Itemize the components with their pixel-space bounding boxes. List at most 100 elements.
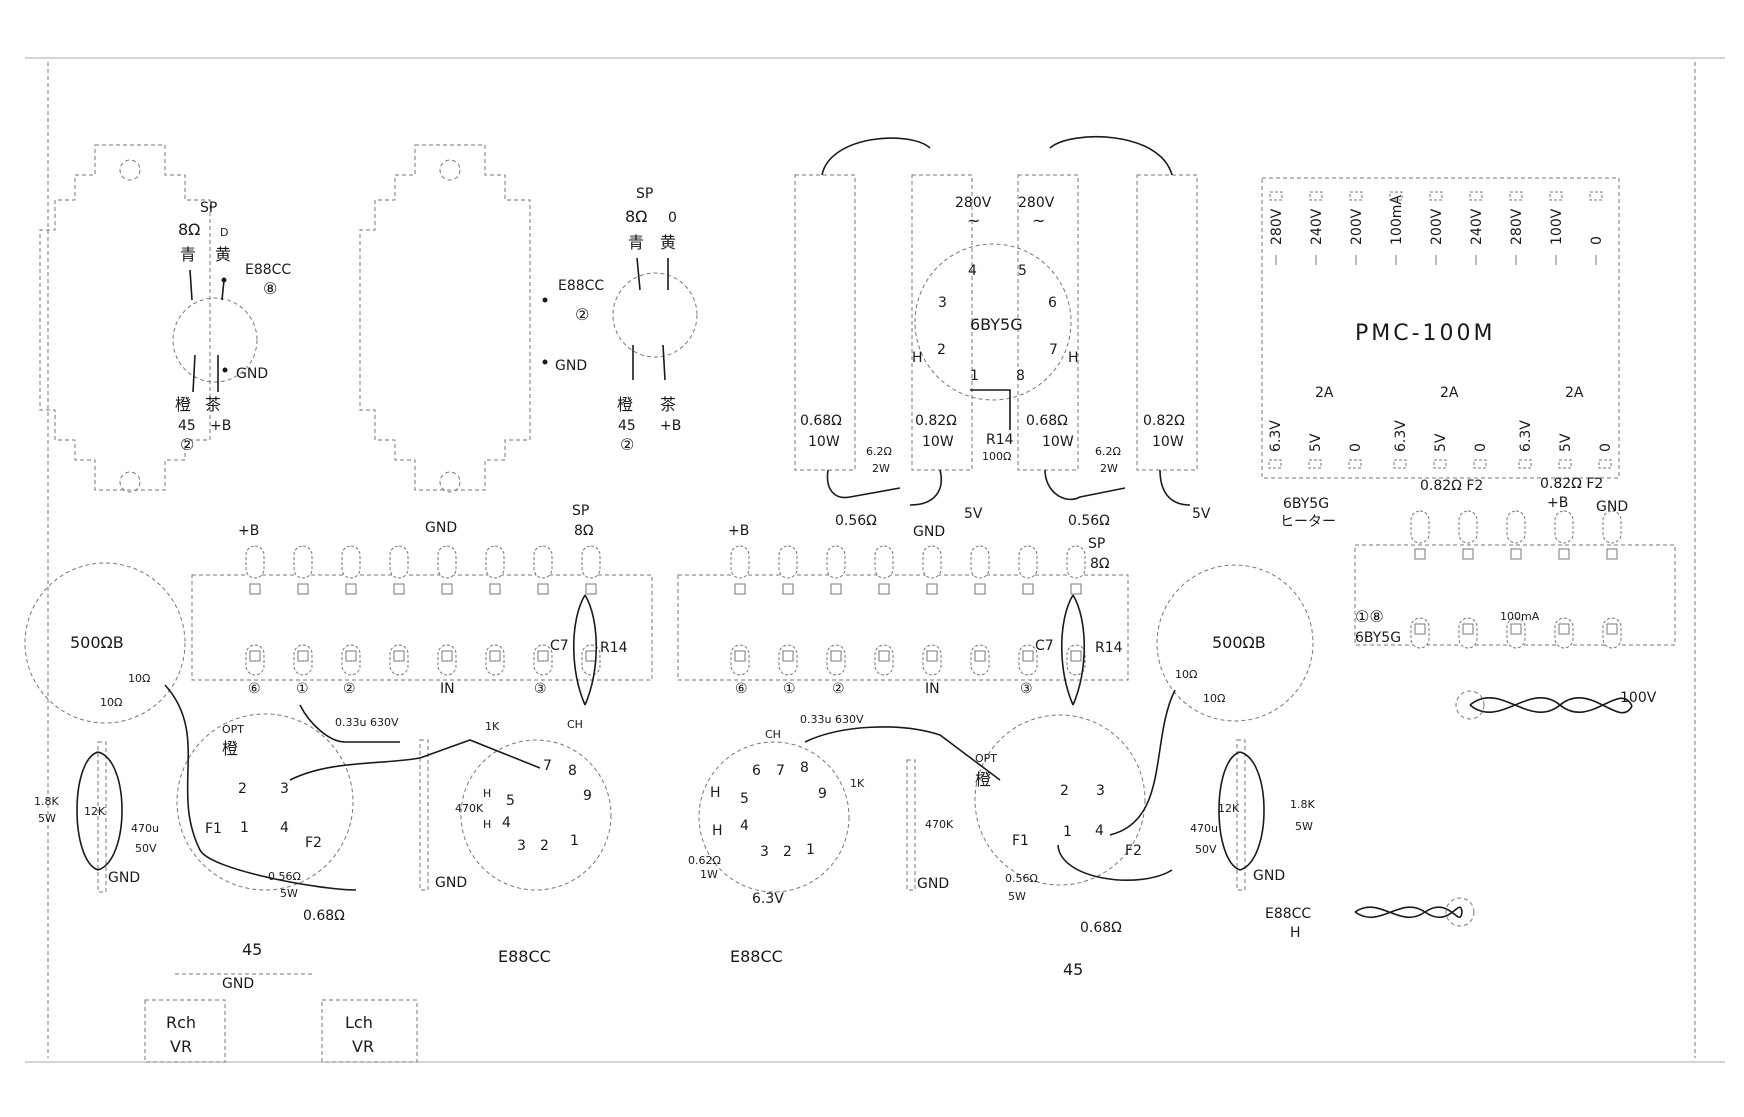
ra-r056-w: 5W — [1008, 890, 1026, 903]
choke1-w: 10W — [808, 434, 840, 450]
pt-bot-tap-label: 6.3V — [1268, 420, 1284, 452]
lug-bottom — [341, 644, 361, 676]
pt-f2-b: 0.82Ω F2 — [1540, 476, 1603, 492]
lug-hole — [537, 583, 549, 595]
lug-hole — [926, 650, 938, 662]
pt-heater-tube: 6BY5G — [1283, 496, 1329, 512]
pt-top-tap-label: 240V — [1469, 208, 1485, 245]
pwr-gnd: GND — [1596, 499, 1628, 515]
lug-top — [922, 545, 942, 579]
lug-top — [826, 545, 846, 579]
ra-gnd: GND — [917, 876, 949, 892]
pt-top-tap-label: 240V — [1309, 208, 1325, 245]
ra-tube-9: 9 — [818, 786, 827, 802]
left-amp-board: +B GND SP 8Ω ⑥ ① ② IN ③ C7 R14 500ΩB 10Ω… — [24, 503, 653, 966]
ra-sock-3: 3 — [1096, 783, 1105, 799]
choke-280v-a: 280V — [955, 195, 992, 211]
pt-top-tap-lug — [1469, 191, 1483, 201]
rect-pin-6: 6 — [1048, 295, 1057, 311]
lug-top — [730, 545, 750, 579]
pt-bot-tap-label: 6.3V — [1393, 420, 1409, 452]
lug-bottom — [245, 644, 265, 676]
lug-top — [970, 545, 990, 579]
ra-sp8: 8Ω — [1090, 556, 1110, 572]
ra-470k: 470K — [925, 818, 954, 831]
r056-a: 0.56Ω — [835, 513, 877, 529]
choke2-w: 10W — [922, 434, 954, 450]
ra-sp: SP — [1088, 536, 1105, 552]
ra-tube-6: 6 — [752, 763, 761, 779]
right-amp-board: +B SP 8Ω ⑥ ① ② IN ③ C7 R14 0.33u 630V CH… — [677, 523, 1475, 979]
la-r18k-w: 5W — [38, 812, 56, 825]
r14-label: R14 — [986, 432, 1014, 448]
ra-gnd2: GND — [1253, 868, 1285, 884]
choke-280v-b: 280V — [1018, 195, 1055, 211]
ra-tube-1: 1 — [806, 842, 815, 858]
ra-tube-7: 7 — [776, 763, 785, 779]
lug-hole — [974, 650, 986, 662]
right-lugs — [730, 545, 1086, 676]
choke4-r: 0.82Ω — [1143, 413, 1185, 429]
rch-label: Rch — [166, 1013, 196, 1032]
lug-hole — [1414, 548, 1426, 560]
pt-top-tap-label: 200V — [1429, 208, 1445, 245]
lug-hole — [1022, 583, 1034, 595]
la-ch: CH — [567, 718, 583, 731]
choke-rectifier-block: 280V 280V ~ ~ 6BY5G 4 5 3 6 2 7 1 8 H H … — [794, 135, 1211, 540]
r62-b-w: 2W — [1100, 462, 1118, 475]
pt-bot-tap-label: 0 — [1348, 443, 1364, 452]
lug-hole — [782, 583, 794, 595]
la-coupling: 0.33u 630V — [335, 716, 399, 729]
ra-tube-2: 2 — [783, 844, 792, 860]
la-sock-3: 3 — [280, 781, 289, 797]
pt-top-tap-label: 280V — [1509, 208, 1525, 245]
ot1-d: D — [220, 226, 228, 239]
la-h1: H — [483, 787, 491, 800]
pt-bot-tap-lug — [1433, 459, 1447, 469]
pt-top-tap-lug — [1509, 191, 1523, 201]
ra-tube-3: 3 — [760, 844, 769, 860]
ra-r062: 0.62Ω — [688, 854, 721, 867]
la-plusb: +B — [238, 523, 259, 539]
ra-orange: 橙 — [975, 770, 991, 789]
lug-hole — [878, 650, 890, 662]
pwr-plusb: +B — [1547, 495, 1568, 511]
la-tubeE: E88CC — [498, 947, 551, 966]
rect-pin-3: 3 — [938, 295, 947, 311]
ra-r18k-w: 5W — [1295, 820, 1313, 833]
lug-bottom — [970, 644, 990, 676]
la-tube-5: 5 — [506, 793, 515, 809]
ot2-yellow: 黄 — [660, 233, 676, 252]
pt-top-tap-lug — [1269, 191, 1283, 201]
ra-ch: CH — [765, 728, 781, 741]
ra-r062-w: 1W — [700, 868, 718, 881]
lug-hole — [1558, 623, 1570, 635]
pt-top-tap-label: 100V — [1549, 208, 1565, 245]
rect-pin-8: 8 — [1016, 368, 1025, 384]
lug-hole — [441, 650, 453, 662]
lug-hole — [1070, 650, 1082, 662]
rect-pin-7: 7 — [1049, 342, 1058, 358]
lug-hole — [585, 583, 597, 595]
ot1-e88cc-pin: ⑧ — [263, 279, 277, 298]
pt-model: PMC-100M — [1355, 321, 1496, 346]
lug-top — [437, 545, 457, 579]
ra-tube-5: 5 — [740, 791, 749, 807]
pt-top-tap-lug — [1389, 191, 1403, 201]
la-c7: C7 — [550, 638, 569, 654]
pt-top-tap-label: 280V — [1269, 208, 1285, 245]
ra-r18k: 1.8K — [1290, 798, 1315, 811]
lug-top — [1554, 510, 1574, 544]
rch-vr: VR — [170, 1037, 192, 1056]
lug-top — [485, 545, 505, 579]
ra-coupling: 0.33u 630V — [800, 713, 864, 726]
pt-bot-tap-lug — [1473, 459, 1487, 469]
ot2-brown: 茶 — [660, 395, 676, 414]
pt-top-tap-lug — [1429, 191, 1443, 201]
pwr-100ma: 100mA — [1500, 610, 1540, 623]
choke-5v-b: 5V — [1192, 506, 1211, 522]
la-r10a: 10Ω — [128, 672, 150, 685]
ra-r10a: 10Ω — [1175, 668, 1197, 681]
